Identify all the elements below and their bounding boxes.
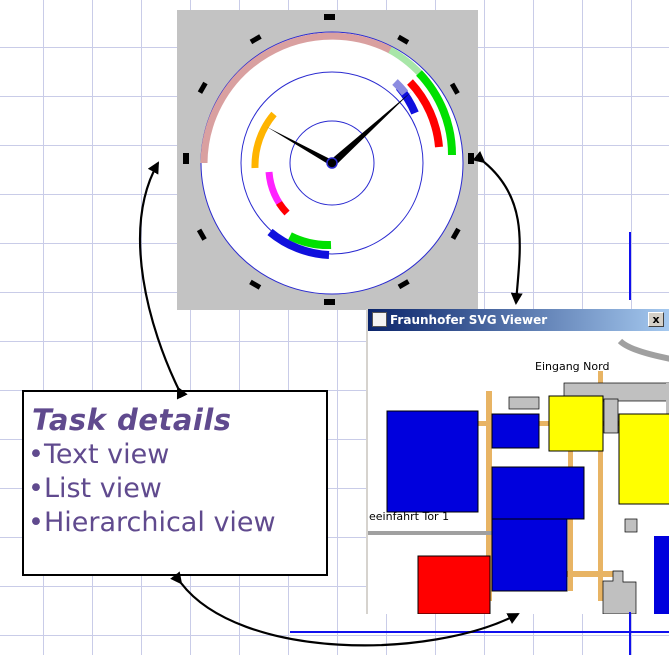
arrow-clock-to-viewer	[472, 151, 523, 305]
arrow-clock-to-task	[139, 161, 188, 400]
task-arc-red	[407, 79, 443, 148]
tick-1	[397, 34, 410, 45]
task-arc-pink	[200, 32, 394, 164]
clock-graphic	[183, 14, 474, 305]
tick-10	[197, 81, 208, 94]
task-item-label: Hierarchical view	[43, 507, 276, 538]
hour-hand	[267, 127, 333, 167]
task-item-list-view: •List view	[28, 472, 326, 506]
task-arc-lavender	[392, 79, 409, 96]
building-red	[417, 555, 491, 614]
building-yellow	[618, 413, 669, 505]
map-label-entrance-north: Eingang Nord	[535, 360, 610, 373]
tick-5	[397, 279, 410, 290]
bullet: •	[28, 507, 44, 538]
road	[598, 371, 603, 601]
road	[486, 391, 492, 601]
task-item-label: Text view	[43, 439, 170, 470]
building-gray	[666, 383, 669, 443]
clock-view-panel	[177, 10, 478, 310]
app-icon	[372, 312, 387, 327]
tick-9	[183, 153, 189, 164]
minute-hand	[328, 92, 411, 166]
task-details-title: Task details	[32, 403, 232, 437]
task-item-hierarchical-view: •Hierarchical view	[28, 506, 326, 540]
task-item-text-view: •Text view	[28, 438, 326, 472]
hour-ticks	[183, 14, 474, 305]
task-arc-green-bottom	[288, 232, 332, 250]
building-blue	[386, 410, 479, 513]
building-gray	[603, 398, 619, 434]
campus-map-graphic	[368, 338, 669, 614]
task-arc-red-small	[276, 201, 290, 216]
inner-ring	[240, 71, 424, 255]
tick-11	[249, 34, 262, 45]
building-yellow	[548, 395, 604, 452]
clock-center	[326, 157, 338, 169]
building-blue	[654, 536, 669, 614]
building-blue	[491, 413, 540, 449]
bullet: •	[28, 473, 44, 504]
building-gray	[602, 570, 637, 614]
road-curve	[617, 338, 669, 362]
tick-2	[449, 82, 460, 95]
main-road	[368, 531, 498, 535]
task-item-label: List view	[43, 473, 162, 504]
task-details-box: Task details •Text view •List view •Hier…	[22, 390, 328, 576]
building-gray	[624, 518, 638, 533]
viewer-title-bar[interactable]: Fraunhofer SVG Viewer x	[368, 309, 669, 331]
center-ring	[289, 120, 375, 206]
bullet: •	[28, 439, 44, 470]
map-label-gate-entry: eeinfahrt Tor 1	[369, 510, 450, 523]
tick-12	[324, 14, 335, 20]
tick-8	[196, 228, 207, 241]
building-gray	[508, 396, 540, 410]
tick-4	[450, 227, 461, 240]
tick-7	[249, 279, 262, 290]
task-arc-blue-bottom	[267, 228, 330, 259]
close-button[interactable]: x	[648, 312, 664, 327]
viewer-title: Fraunhofer SVG Viewer	[390, 313, 548, 327]
building-blue	[491, 466, 585, 520]
task-arc-green	[416, 70, 457, 156]
building-blue	[491, 518, 568, 592]
svg-viewer-window: Fraunhofer SVG Viewer x	[366, 309, 669, 614]
campus-map[interactable]: Eingang Nord eeinfahrt Tor 1	[368, 331, 669, 614]
task-arc-orange	[251, 111, 277, 169]
tick-3	[468, 153, 474, 164]
tick-6	[324, 299, 335, 305]
